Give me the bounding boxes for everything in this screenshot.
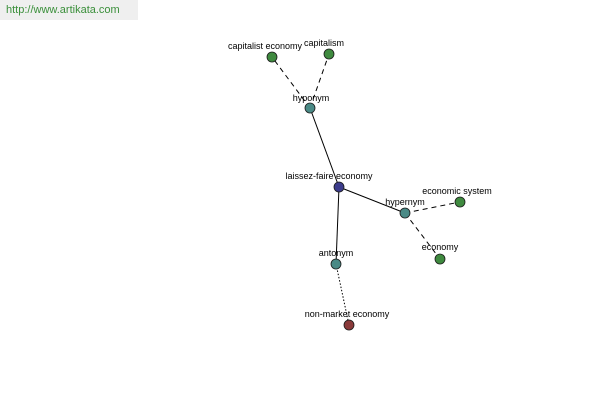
edge-hypernym-economic-system bbox=[404, 201, 461, 214]
node-capitalist-economy[interactable] bbox=[266, 51, 278, 63]
label-hypernym: hypernym bbox=[385, 197, 425, 207]
label-economy: economy bbox=[422, 242, 459, 252]
edge-hyponym-capitalism bbox=[309, 53, 330, 109]
node-hyponym[interactable] bbox=[304, 102, 316, 114]
node-laissez-faire-economy[interactable] bbox=[333, 181, 345, 193]
label-economic-system: economic system bbox=[422, 186, 492, 196]
label-laissez-faire-economy: laissez-faire economy bbox=[285, 171, 373, 181]
label-capitalist-economy: capitalist economy bbox=[228, 41, 303, 51]
label-antonym: antonym bbox=[319, 248, 354, 258]
node-antonym[interactable] bbox=[330, 258, 342, 270]
edge-antonym-non-market-economy bbox=[335, 263, 350, 326]
node-economy[interactable] bbox=[434, 253, 446, 265]
edge-hypernym-economy bbox=[404, 212, 441, 260]
node-capitalism[interactable] bbox=[323, 48, 335, 60]
edge-center-hypernym bbox=[338, 186, 406, 214]
watermark-url: http://www.artikata.com bbox=[0, 0, 138, 20]
label-hyponym: hyponym bbox=[293, 93, 330, 103]
label-capitalism: capitalism bbox=[304, 38, 344, 48]
node-economic-system[interactable] bbox=[454, 196, 466, 208]
edge-center-hyponym bbox=[309, 107, 340, 188]
edge-center-antonym bbox=[335, 186, 340, 265]
node-hypernym[interactable] bbox=[399, 207, 411, 219]
node-non-market-economy[interactable] bbox=[343, 319, 355, 331]
label-non-market-economy: non-market economy bbox=[305, 309, 390, 319]
edge-hyponym-capitalist-economy bbox=[271, 56, 311, 109]
